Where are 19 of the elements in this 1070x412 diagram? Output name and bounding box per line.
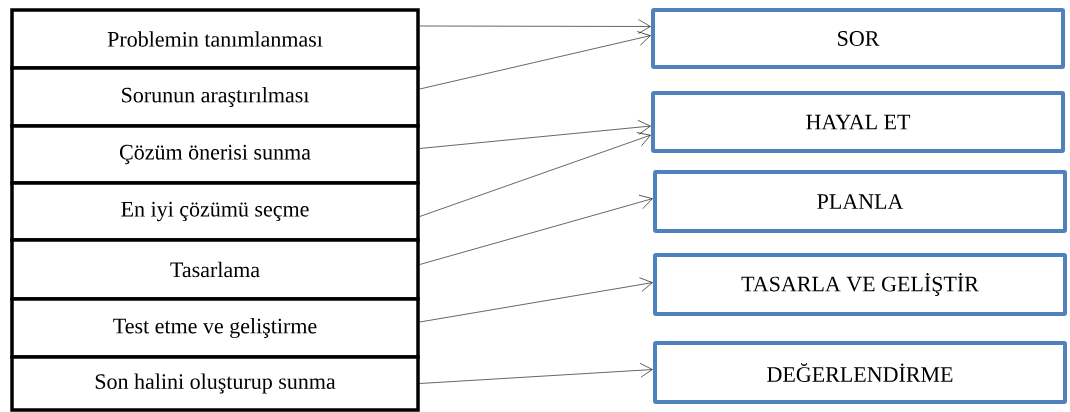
stage-box: DEĞERLENDİRME [653, 341, 1067, 404]
table-cell: Son halini oluşturup sunma [10, 355, 420, 412]
stage-box: PLANLA [653, 170, 1067, 233]
arrow [419, 19, 651, 34]
arrow [419, 194, 653, 265]
stage-box: TASARLA VE GELİŞTİR [653, 253, 1067, 316]
arrow [419, 31, 651, 90]
table-cell: Sorunun araştırılması [10, 66, 420, 128]
arrow [419, 132, 651, 217]
stage-box: SOR [651, 8, 1065, 69]
arrow [419, 119, 651, 149]
stage-box: HAYAL ET [651, 91, 1065, 153]
table-cell: En iyi çözümü seçme [10, 181, 420, 242]
table-cell: Problemin tanımlanması [10, 8, 420, 70]
arrow [419, 362, 653, 384]
table-cell: Çözüm önerisi sunma [10, 124, 420, 185]
arrow [419, 277, 653, 323]
table-cell: Test etme ve geliştirme [10, 297, 420, 359]
table-cell: Tasarlama [10, 238, 420, 301]
